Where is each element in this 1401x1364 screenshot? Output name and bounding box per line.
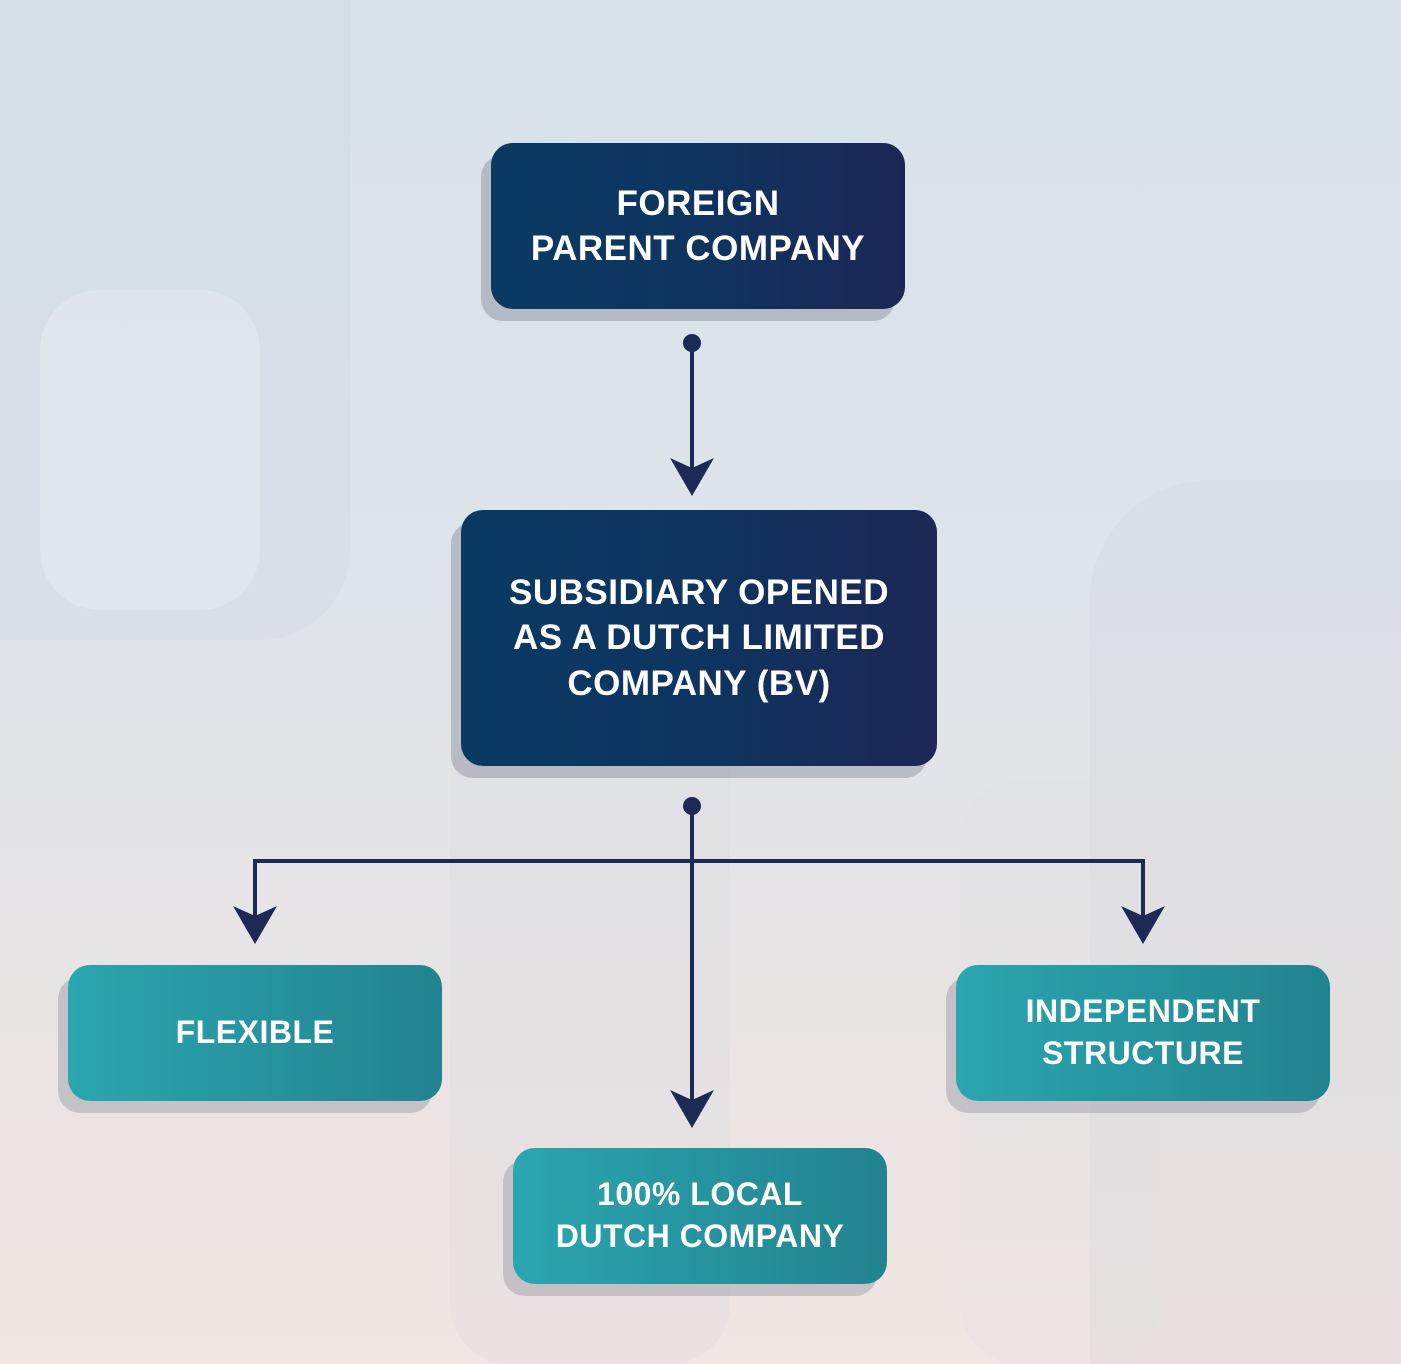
node-label: 100% LOCAL DUTCH COMPANY <box>555 1176 845 1254</box>
background-shape <box>40 290 260 610</box>
arrowhead <box>670 1090 714 1128</box>
arrowhead <box>233 906 277 944</box>
node-flexible: FLEXIBLE <box>68 965 442 1101</box>
node-label: INDEPENDENT STRUCTURE <box>1025 993 1261 1071</box>
arrowhead <box>670 458 714 496</box>
node-subsidiary-bv: SUBSIDIARY OPENED AS A DUTCH LIMITED COM… <box>461 510 937 766</box>
edge-start-dot <box>683 797 701 815</box>
node-label: FOREIGN PARENT COMPANY <box>530 183 866 269</box>
arrowhead <box>1121 906 1165 944</box>
node-label: SUBSIDIARY OPENED AS A DUTCH LIMITED COM… <box>509 572 889 703</box>
edge-subsidiary-flexible <box>253 859 692 928</box>
node-local-dutch-company: 100% LOCAL DUTCH COMPANY <box>513 1148 887 1284</box>
node-label: FLEXIBLE <box>175 1014 335 1051</box>
edge-start-dot <box>683 334 701 352</box>
node-independent-structure: INDEPENDENT STRUCTURE <box>956 965 1330 1101</box>
background-shape <box>0 0 350 640</box>
node-foreign-parent-company: FOREIGN PARENT COMPANY <box>491 143 905 309</box>
edge-subsidiary-independent <box>692 859 1145 928</box>
